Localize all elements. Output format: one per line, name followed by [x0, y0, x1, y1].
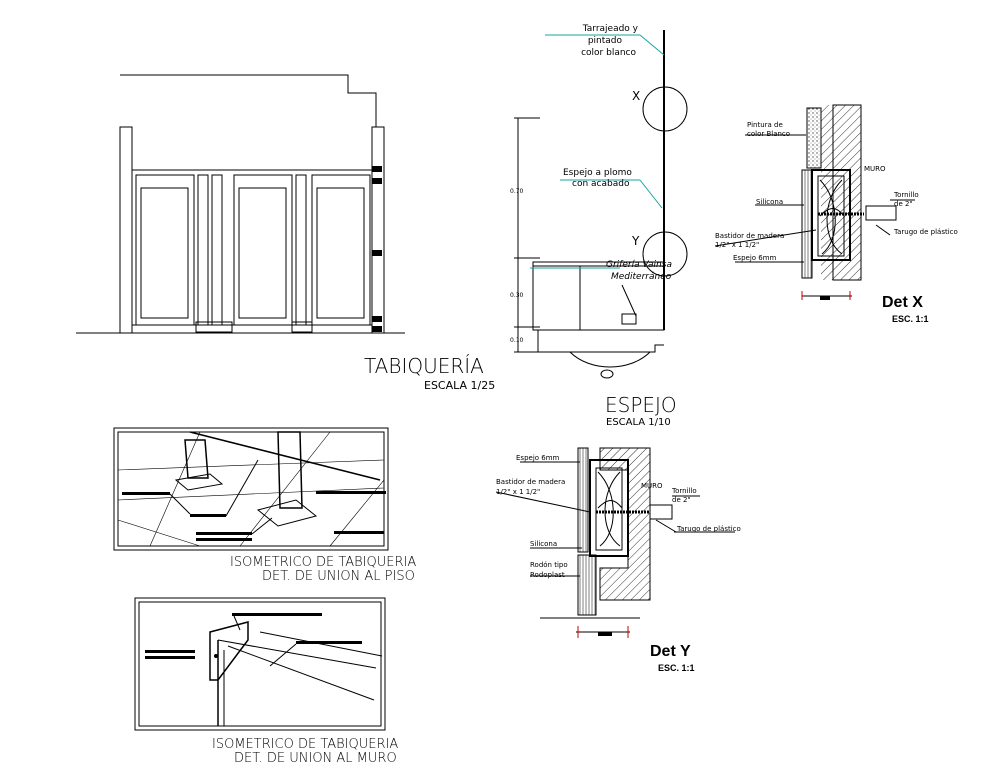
espejo-title: ESPEJO	[605, 393, 677, 417]
svg-text:Espejo a plomo: Espejo a plomo	[563, 168, 632, 178]
det-x-silicona-label: Silicona	[756, 198, 783, 206]
svg-text:Tornillo: Tornillo	[671, 487, 697, 495]
svg-text:Grifería Vainsa: Grifería Vainsa	[606, 260, 672, 270]
svg-text:de 2": de 2"	[672, 496, 691, 504]
tabiqueria-scale: ESCALA 1/25	[424, 379, 495, 392]
det-y-bastidor-label: Bastidor de madera 1/2" x 1 1/2"	[496, 478, 565, 496]
det-y-silicona-label: Silicona	[530, 540, 557, 548]
svg-text:Rodoplast: Rodoplast	[530, 571, 565, 579]
svg-text:Bastidor de madera: Bastidor de madera	[496, 478, 565, 486]
iso-muro-drawing	[134, 597, 386, 731]
detail-marker-x: X	[632, 89, 640, 103]
det-y-tarugo-label: Tarugo de plástico	[676, 525, 741, 533]
iso-muro-title: ISOMETRICO DE TABIQUERIA	[212, 737, 398, 752]
det-y-rodon-label: Rodón tipo Rodoplast	[530, 561, 568, 579]
svg-text:Bastidor de madera: Bastidor de madera	[715, 232, 784, 240]
svg-text:Mediterráneo: Mediterráneo	[611, 272, 672, 282]
dim-030: 0.30	[510, 292, 524, 299]
detail-marker-y: Y	[631, 234, 640, 248]
det-y-drawing	[495, 447, 735, 638]
espejo-note-espejo: Espejo a plomo con acabado	[563, 168, 632, 189]
espejo-scale: ESCALA 1/10	[606, 417, 671, 428]
det-x-espejo-label: Espejo 6mm	[733, 254, 777, 262]
svg-text:1/2" x 1 1/2": 1/2" x 1 1/2"	[715, 241, 759, 249]
svg-text:Rodón tipo: Rodón tipo	[530, 561, 568, 569]
iso-piso-title: ISOMETRICO DE TABIQUERIA	[230, 555, 416, 570]
det-x-title: Det X	[882, 294, 923, 311]
det-x-tornillo-label: Tornillo de 2"	[893, 191, 919, 208]
det-x-muro-label: MURO	[864, 165, 886, 173]
det-x-bastidor-label: Bastidor de madera 1/2" x 1 1/2"	[715, 232, 784, 249]
det-y-muro-label: MURO	[641, 482, 663, 490]
svg-text:de 2": de 2"	[894, 200, 913, 208]
det-x-drawing	[714, 104, 915, 300]
espejo-note-griferia: Grifería Vainsa Mediterráneo	[606, 260, 672, 282]
dim-070: 0.70	[510, 188, 524, 195]
iso-piso-subtitle: DET. DE UNION AL PISO	[262, 569, 415, 584]
det-y-espejo-label: Espejo 6mm	[516, 454, 560, 462]
svg-text:pintado: pintado	[588, 36, 623, 46]
svg-text:1/2" x 1 1/2": 1/2" x 1 1/2"	[496, 488, 540, 496]
det-y-scale: ESC. 1:1	[658, 663, 695, 673]
tabiqueria-title: TABIQUERÍA	[364, 354, 484, 378]
svg-text:Tornillo: Tornillo	[893, 191, 919, 199]
iso-piso-drawing	[113, 427, 389, 551]
det-y-tornillo-label: Tornillo de 2"	[671, 487, 697, 504]
det-x-tarugo-label: Tarugo de plástico	[893, 228, 958, 236]
dim-010: 0.10	[510, 337, 524, 344]
espejo-section	[514, 30, 688, 379]
det-x-pintura-label: Pintura de color Blanco	[747, 121, 790, 138]
svg-text:Tarrajeado y: Tarrajeado y	[582, 24, 639, 34]
svg-text:con acabado: con acabado	[572, 179, 630, 189]
svg-text:color Blanco: color Blanco	[747, 130, 790, 138]
svg-text:color blanco: color blanco	[581, 48, 636, 58]
espejo-note-tarrajeado: Tarrajeado y pintado color blanco	[581, 24, 639, 58]
iso-muro-subtitle: DET. DE UNION AL MURO	[234, 751, 397, 766]
svg-text:Pintura de: Pintura de	[747, 121, 783, 129]
det-x-scale: ESC. 1:1	[892, 314, 929, 324]
tabiqueria-elevation	[76, 74, 405, 334]
det-y-title: Det Y	[650, 643, 691, 660]
